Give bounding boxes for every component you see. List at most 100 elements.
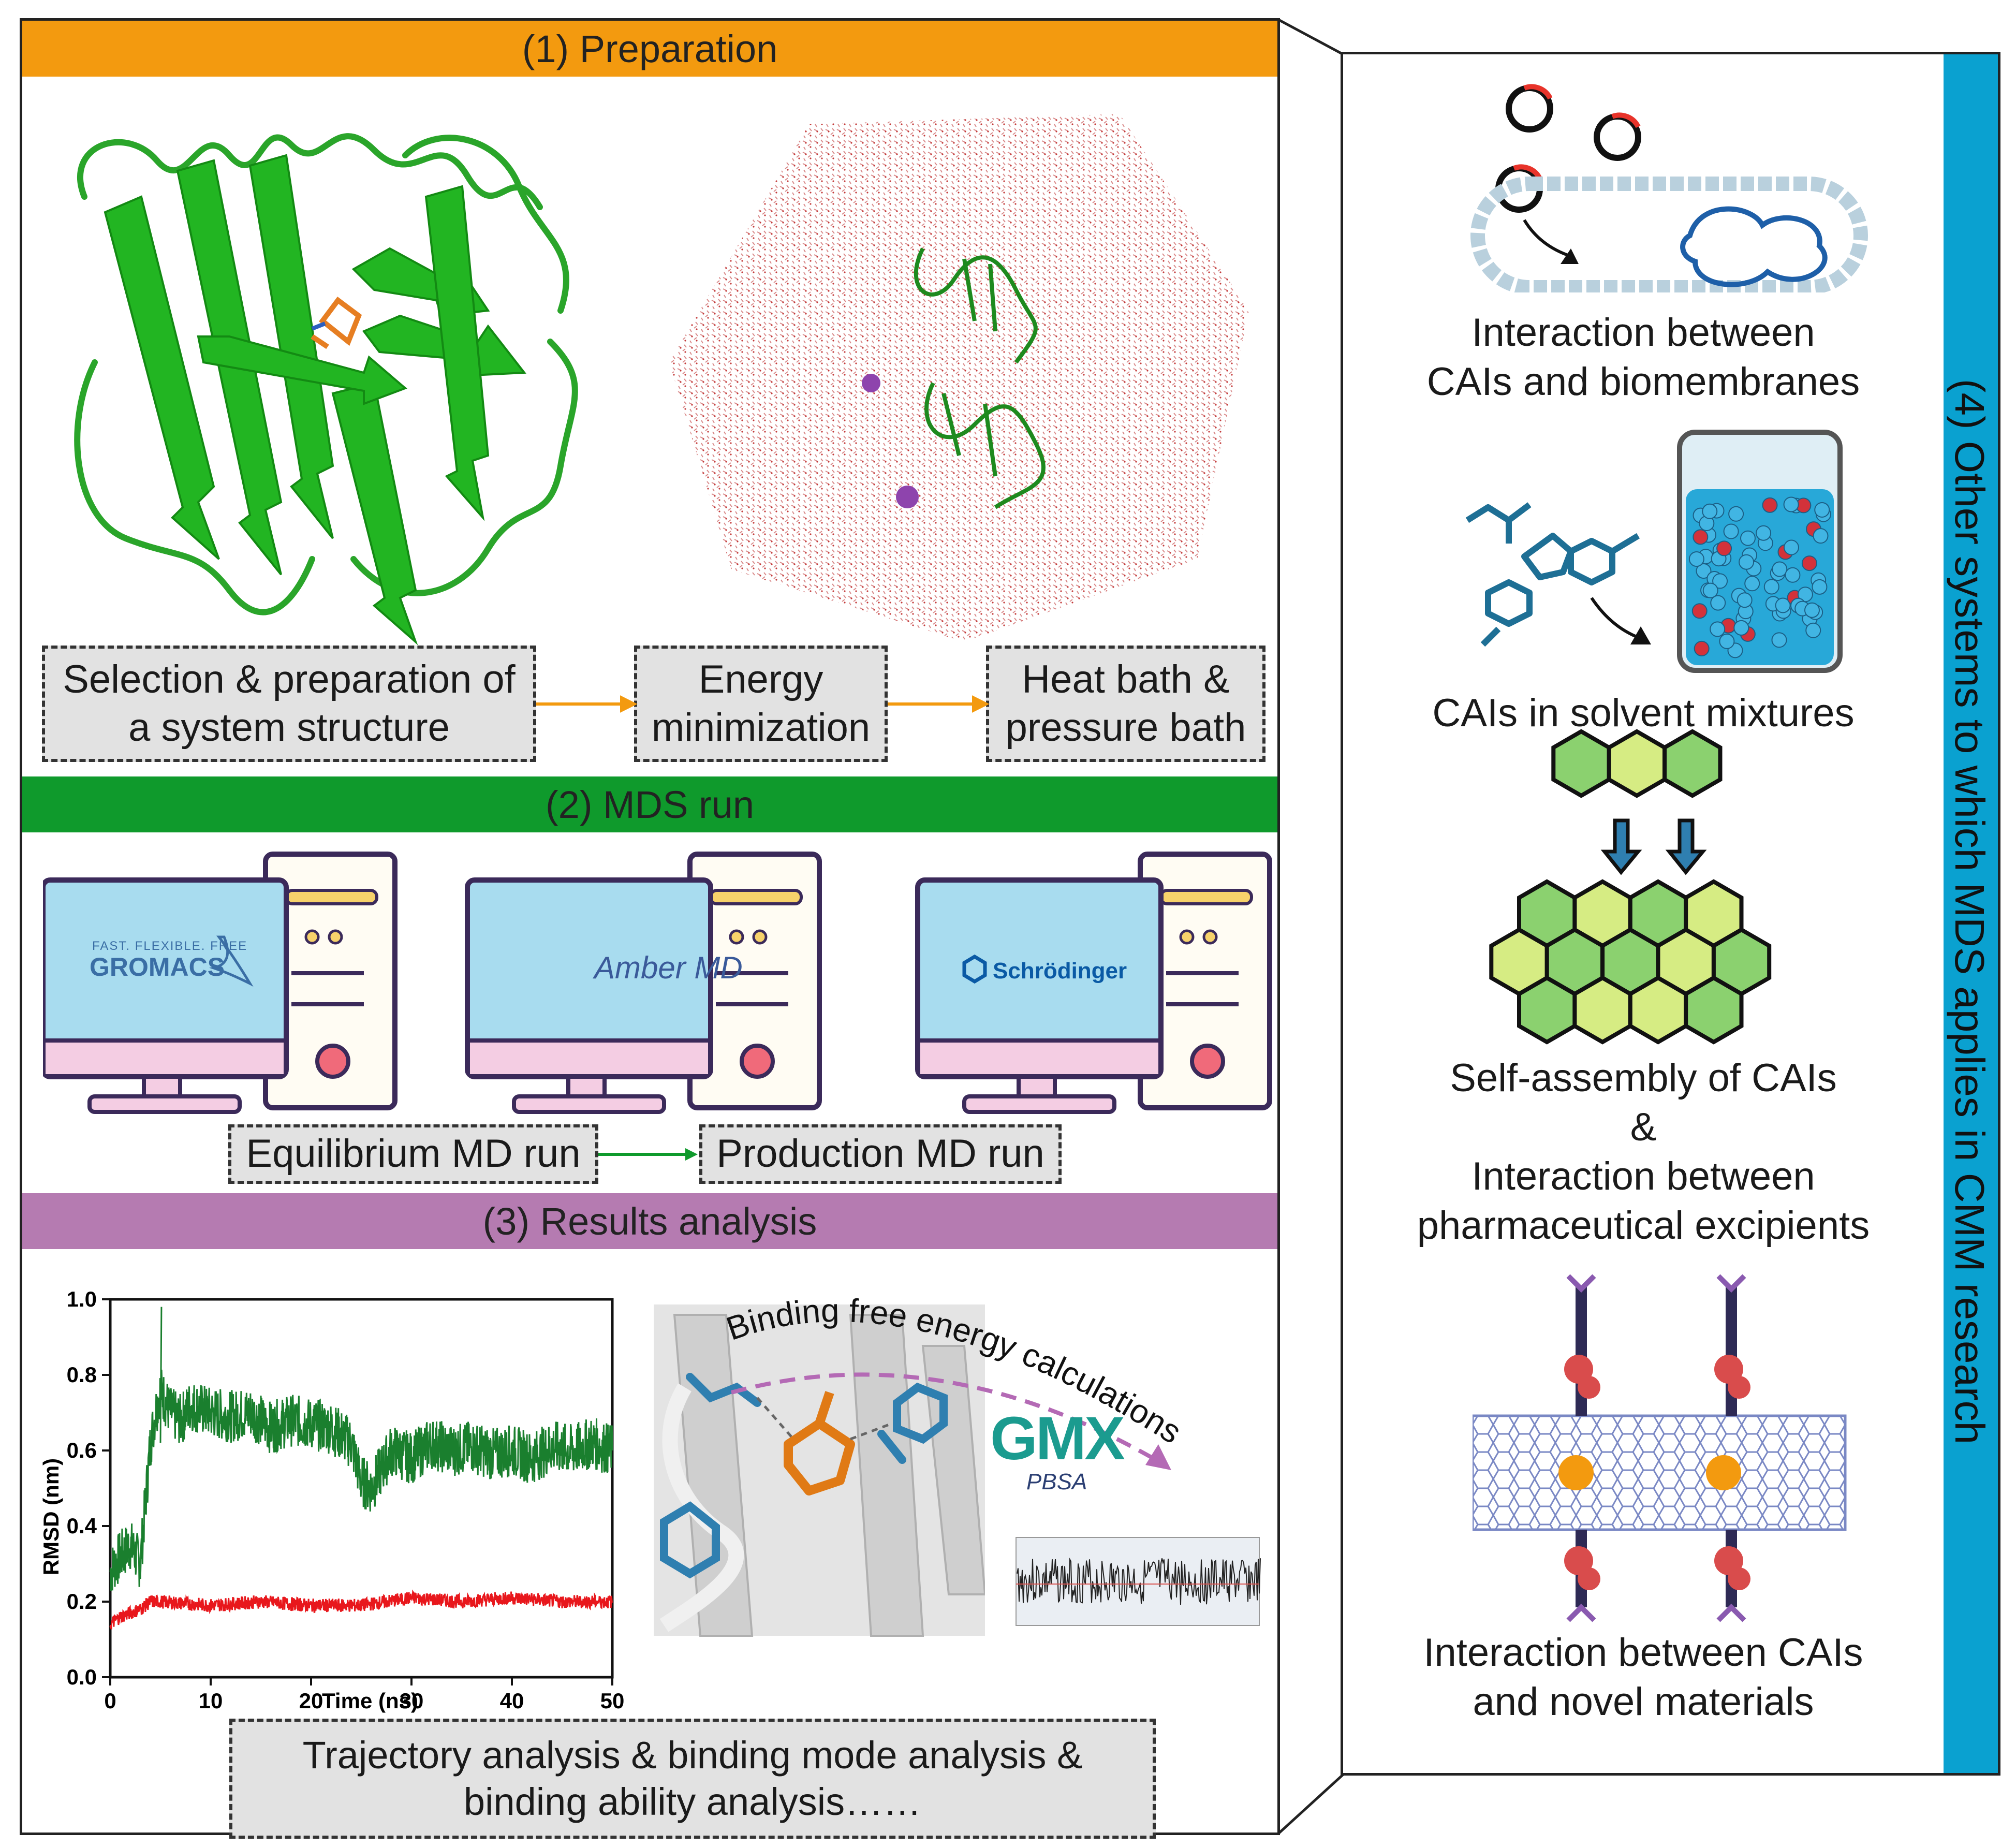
hexagon-unit [1662,729,1723,798]
y-tick-label: 0.6 [67,1438,97,1462]
step-system-preparation-label: Selection & preparation of a system stru… [63,657,516,750]
novel-materials-illustration [1473,1274,1847,1622]
caption-self-assembly: Self-assembly of CAIs & Interaction betw… [1417,1056,1870,1248]
solvent-molecule [1772,561,1788,577]
caption-novel-materials: Interaction between CAIs and novel mater… [1423,1631,1863,1724]
series-line-0-spike [159,1307,163,1443]
solvent-molecule [1814,502,1830,518]
section-mds-header: (2) MDS run [22,776,1277,832]
step-energy-minimization-label: Energy minimization [651,657,871,750]
solvent-molecule [1733,620,1749,636]
schrodinger-hex-icon [962,954,987,984]
solvent-molecule [1691,603,1708,619]
section-mds-title: (2) MDS run [546,783,754,826]
x-tick-label: 10 [199,1689,223,1713]
energy-components-plot [985,1512,1275,1657]
chart-frame [109,1298,614,1679]
solvent-molecule [1763,579,1779,595]
solvent-molecule [1775,597,1791,613]
gromacs-logo-text: GROMACS [90,952,225,981]
chart-xlabel: Time (ns) [322,1689,418,1713]
solvent-molecule [1710,595,1726,611]
hexagon-unit [1628,975,1688,1045]
self-assembly-illustration [1489,729,1772,1045]
solvent-molecule [1783,496,1799,512]
solvent-molecule [1702,503,1718,519]
workflow-panel: (1) Preparation [20,18,1280,1839]
solvent-molecule [1805,622,1821,638]
solvent-molecule [1801,555,1817,571]
solvent-molecule [1728,506,1744,522]
gromacs-bird-icon [209,935,254,987]
step-heat-pressure-bath-label: Heat bath & pressure bath [1005,657,1246,750]
y-tick-label: 0.4 [67,1514,97,1538]
solvent-molecule [1744,576,1760,592]
biomembrane-illustration [1470,84,1868,292]
analysis-summary-box: Trajectory analysis & binding mode analy… [229,1719,1156,1839]
section-preparation-title: (1) Preparation [522,27,778,70]
solvent-molecule [1716,540,1732,556]
y-tick-label: 0.8 [67,1362,97,1387]
analysis-summary-label: Trajectory analysis & binding mode analy… [302,1733,1083,1823]
solvent-molecule [1804,602,1820,618]
solvent-molecule [1737,592,1753,608]
hexagon-unit [1607,729,1667,798]
step-system-preparation: Selection & preparation of a system stru… [42,646,536,762]
md-arrow [598,1148,698,1161]
solvent-molecule [1739,554,1755,570]
solvent-molecule [1813,528,1829,544]
caption-biomembranes: Interaction between CAIs and biomembrane… [1426,311,1860,404]
gmx-pbsa-text: PBSA [1026,1469,1087,1494]
x-tick-label: 0 [104,1689,116,1713]
solvated-system-image [669,114,1249,642]
step-equilibrium-md: Equilibrium MD run [228,1124,598,1184]
x-tick-label: 30 [400,1689,424,1713]
solvent-molecule [1702,582,1718,598]
amber-logo-text: Amber MD [593,950,743,985]
section-other-systems-title: (4) Other systems to which MDS applies i… [1947,378,1993,1445]
prep-arrows [536,695,990,713]
panel-connector-lines [1278,18,1344,1835]
md-software-computers: FAST. FLEXIBLE. FREE GROMACS Amber MD Sc… [43,852,1285,1118]
y-tick-label: 1.0 [67,1287,97,1311]
chart-ylabel: RMSD (nm) [39,1458,63,1575]
x-tick-label: 50 [600,1689,625,1713]
section-results-title: (3) Results analysis [482,1199,817,1243]
y-tick-label: 0.2 [67,1589,97,1614]
series-line-0 [109,1369,613,1591]
solvent-molecule [1688,551,1704,567]
series-line-1 [109,1589,613,1630]
solvent-molecule [1783,539,1799,555]
hexagon-unit [1572,975,1632,1045]
caption-solvent-mixtures: CAIs in solvent mixtures [1432,691,1855,735]
hexagon-unit [1517,975,1577,1045]
solvent-molecule [1740,530,1756,546]
solvent-molecule [1719,633,1735,649]
section-results-header: (3) Results analysis [22,1193,1277,1249]
hexagon-unit [1684,975,1744,1045]
binding-mode-image [654,1304,985,1637]
hexagon-unit [1551,729,1611,798]
solvent-molecule [1693,529,1709,545]
other-systems-panel: (4) Other systems to which MDS applies i… [1341,52,2000,1776]
solvent-molecule [1762,497,1778,513]
section-other-systems-bar: (4) Other systems to which MDS applies i… [1944,54,1998,1773]
solvent-molecule [1710,621,1726,637]
step-energy-minimization: Energy minimization [634,646,888,762]
solvent-molecule [1785,567,1801,583]
solvent-mixture-illustration [1465,430,1843,673]
step-heat-pressure-bath: Heat bath & pressure bath [986,646,1265,762]
schrodinger-logo-text: Schrödinger [993,958,1127,984]
gmx-logo-text: GMX [990,1404,1125,1473]
y-tick-label: 0.0 [67,1665,97,1689]
step-production-md-label: Production MD run [716,1132,1044,1176]
x-tick-label: 20 [299,1689,323,1713]
solvent-molecule [1694,640,1710,656]
solvent-molecule [1756,525,1772,541]
step-equilibrium-md-label: Equilibrium MD run [246,1132,581,1176]
step-production-md: Production MD run [699,1124,1062,1184]
solvent-molecule [1812,579,1828,595]
binding-energy-annotation: Binding free energy calculations [722,1292,1188,1470]
solvent-molecule [1771,632,1787,648]
